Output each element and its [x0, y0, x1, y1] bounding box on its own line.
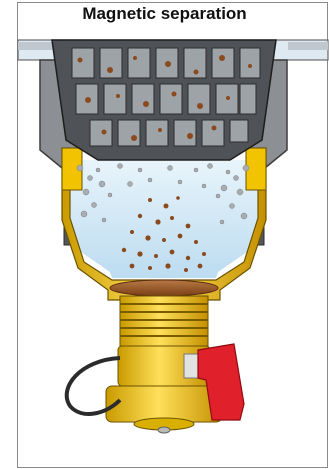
magnet-cage-icon	[51, 39, 277, 161]
brass-body	[61, 147, 267, 301]
falling-particles	[121, 196, 206, 272]
drain-hose	[64, 356, 122, 416]
sludge-pool	[109, 279, 219, 297]
threaded-neck	[119, 295, 209, 347]
separator-chamber	[68, 160, 260, 278]
particles-icon	[77, 55, 252, 141]
magnetic-debris	[76, 163, 250, 225]
valve-handle-icon[interactable]	[197, 343, 245, 421]
figure-title: Magnetic separation	[82, 4, 247, 23]
